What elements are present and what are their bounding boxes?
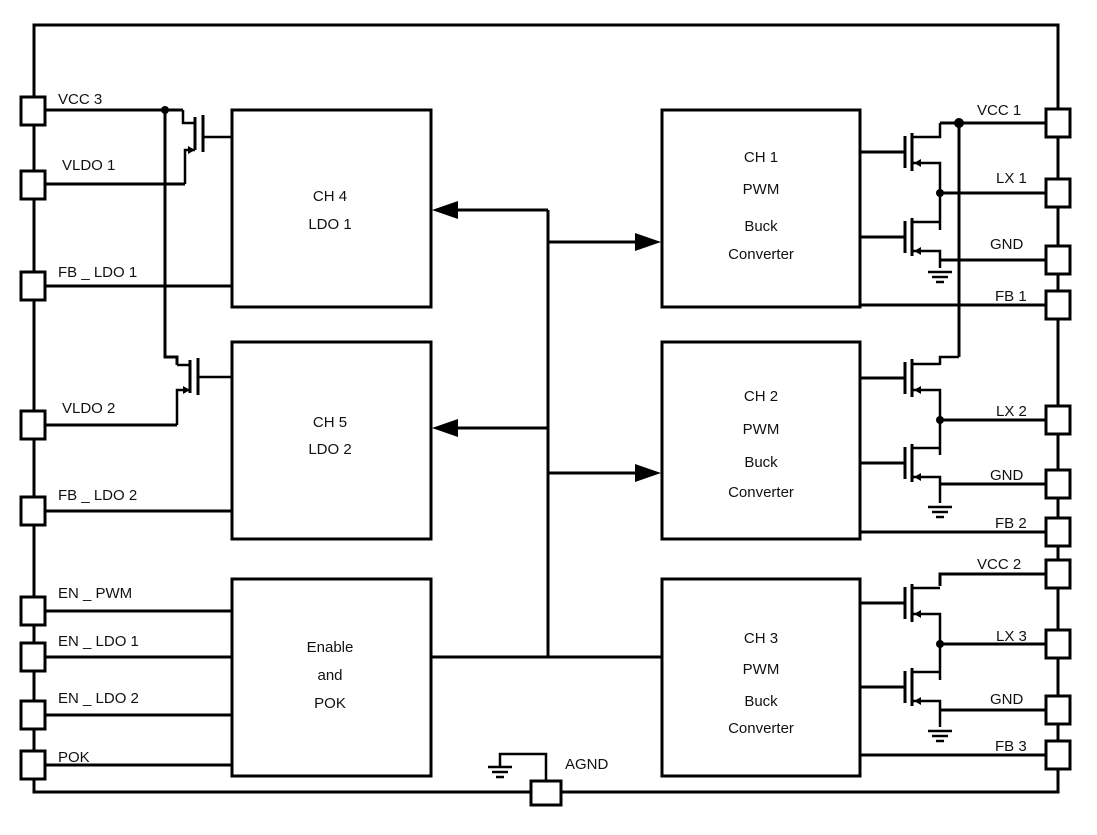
- label-fb2: FB 2: [995, 515, 1027, 532]
- pin-pok: [19, 749, 47, 781]
- label-en-ldo2: EN _ LDO 2: [58, 690, 139, 707]
- pin-vcc3: [19, 95, 47, 127]
- center-bus: [431, 201, 662, 659]
- pin-lx2: [1044, 404, 1072, 436]
- ch2-line4: Converter: [728, 484, 794, 501]
- pin-lx1: [1044, 177, 1072, 209]
- ch4-title: CH 4: [313, 188, 347, 205]
- block-enable-pok: [230, 577, 433, 778]
- ch1-power-stage: [860, 118, 1046, 357]
- label-gnd3: GND: [990, 691, 1024, 708]
- ch1-line2: PWM: [743, 181, 780, 198]
- pin-agnd: [529, 779, 563, 807]
- pin-gnd2: [1044, 468, 1072, 500]
- arrow-to-ch2: [635, 464, 661, 482]
- ch3-line4: Converter: [728, 720, 794, 737]
- enable-line2: and: [317, 667, 342, 684]
- label-vcc3: VCC 3: [58, 91, 102, 108]
- pin-gnd3: [1044, 694, 1072, 726]
- label-vldo2: VLDO 2: [62, 400, 115, 417]
- label-fb3: FB 3: [995, 738, 1027, 755]
- block-ch5-ldo2: [230, 340, 433, 541]
- pin-fb-ldo1: [19, 270, 47, 302]
- ch2-line3: Buck: [744, 454, 778, 471]
- arrow-to-ch5: [432, 419, 458, 437]
- ch3-line1: CH 3: [744, 630, 778, 647]
- ch4-subtitle: LDO 1: [308, 216, 351, 233]
- ch5-subtitle: LDO 2: [308, 441, 351, 458]
- arrow-to-ch1: [635, 233, 661, 251]
- label-vldo1: VLDO 1: [62, 157, 115, 174]
- pin-lx3: [1044, 628, 1072, 660]
- enable-line1: Enable: [307, 639, 354, 656]
- label-fb-ldo1: FB _ LDO 1: [58, 264, 137, 281]
- ch3-power-stage: [860, 572, 1046, 757]
- pin-gnd1: [1044, 244, 1072, 276]
- label-fb1: FB 1: [995, 288, 1027, 305]
- enable-line3: POK: [314, 695, 346, 712]
- pin-vldo1: [19, 169, 47, 201]
- ch2-line1: CH 2: [744, 388, 778, 405]
- label-pok: POK: [58, 749, 90, 766]
- ch1-line3: Buck: [744, 218, 778, 235]
- ch2-line2: PWM: [743, 421, 780, 438]
- ch3-line2: PWM: [743, 661, 780, 678]
- pin-en-pwm: [19, 595, 47, 627]
- block-ch1-buck: [660, 108, 862, 309]
- ch5-title: CH 5: [313, 414, 347, 431]
- label-fb-ldo2: FB _ LDO 2: [58, 487, 137, 504]
- left-pins: [19, 95, 47, 781]
- pin-en-ldo1: [19, 641, 47, 673]
- block-ch2-buck: [660, 340, 862, 541]
- label-gnd1: GND: [990, 236, 1024, 253]
- label-lx1: LX 1: [996, 170, 1027, 187]
- agnd-pin: [486, 752, 563, 807]
- label-lx2: LX 2: [996, 403, 1027, 420]
- pin-vldo2: [19, 409, 47, 441]
- pin-fb3: [1044, 739, 1072, 771]
- right-pins: [1044, 107, 1072, 771]
- ch1-line1: CH 1: [744, 149, 778, 166]
- block-ch4-ldo1: [230, 108, 433, 309]
- label-agnd: AGND: [565, 756, 609, 773]
- pin-vcc2: [1044, 558, 1072, 590]
- label-lx3: LX 3: [996, 628, 1027, 645]
- label-vcc1: VCC 1: [977, 102, 1021, 119]
- pin-vcc1: [1044, 107, 1072, 139]
- left-wiring: [45, 106, 232, 767]
- ch2-power-stage: [860, 355, 1046, 534]
- label-vcc2: VCC 2: [977, 556, 1021, 573]
- ch1-line4: Converter: [728, 246, 794, 263]
- ch3-line3: Buck: [744, 693, 778, 710]
- block-ch3-buck: [660, 577, 862, 778]
- pin-fb-ldo2: [19, 495, 47, 527]
- pin-fb2: [1044, 516, 1072, 548]
- pin-fb1: [1044, 289, 1072, 321]
- label-en-ldo1: EN _ LDO 1: [58, 633, 139, 650]
- label-en-pwm: EN _ PWM: [58, 585, 132, 602]
- label-gnd2: GND: [990, 467, 1024, 484]
- pin-en-ldo2: [19, 699, 47, 731]
- arrow-to-ch4: [432, 201, 458, 219]
